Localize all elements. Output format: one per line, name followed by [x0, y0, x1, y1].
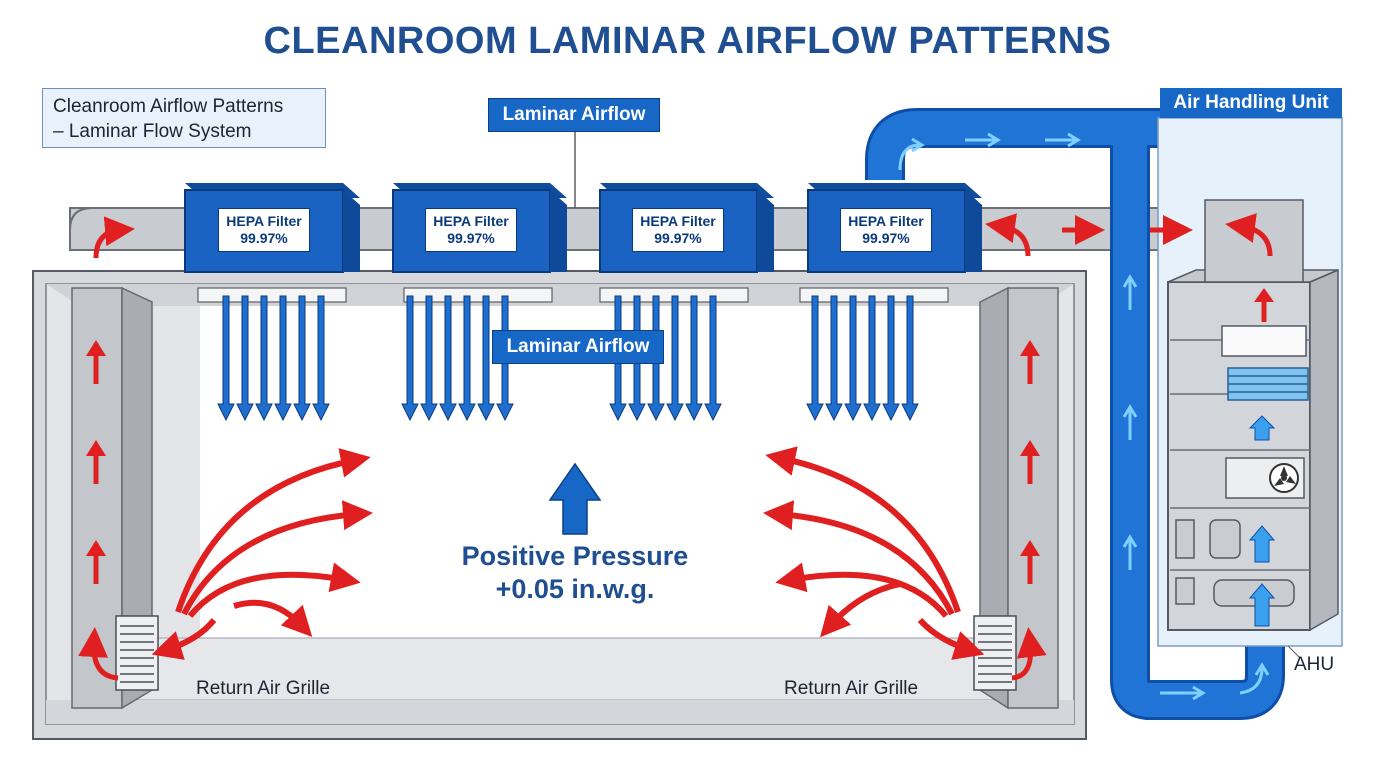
arrow-down-icon — [217, 295, 235, 422]
arrow-down-icon — [458, 295, 476, 422]
arrow-down-icon — [825, 295, 843, 422]
return-arrow-up-icon — [1020, 340, 1040, 384]
duct-arrow-up — [1122, 274, 1138, 310]
curved-arrow-icon — [187, 562, 361, 618]
arrow-down-icon — [666, 295, 684, 422]
legend-line-1: Cleanroom Airflow Patterns — [53, 96, 284, 117]
supply-duct-arrows — [898, 132, 1270, 701]
arrow-down-icon — [236, 295, 254, 422]
hepa-filter-label: HEPA Filter 99.97% — [425, 208, 517, 252]
positive-pressure-arrow — [548, 462, 602, 535]
duct-arrow-up — [1122, 404, 1138, 440]
curved-arrow-icon — [151, 618, 217, 660]
curved-arrow-icon — [181, 500, 373, 616]
return-arrow-up-icon — [1020, 440, 1040, 484]
laminar-airflow-label-top: Laminar Airflow — [488, 98, 660, 132]
positive-pressure-label: Positive Pressure +0.05 in.w.g. — [440, 540, 710, 606]
curved-arrow-icon — [175, 448, 371, 613]
return-arrow-up-icon — [86, 540, 106, 584]
return-arrow-up-icon — [86, 340, 106, 384]
return-air-grille-label-right: Return Air Grille — [784, 678, 919, 699]
legend-line-2: – Laminar Flow System — [53, 121, 252, 142]
curved-arrow-icon — [763, 500, 955, 616]
arrow-down-icon — [901, 295, 919, 422]
duct-arrow-up — [898, 137, 925, 171]
duct-arrow-up — [1122, 534, 1138, 570]
curved-arrow-icon — [1011, 627, 1047, 681]
arrow-down-icon — [255, 295, 273, 422]
hepa-filter-name: HEPA Filter — [433, 213, 509, 229]
hepa-filter-label: HEPA Filter 99.97% — [632, 208, 724, 252]
curved-arrow-icon — [765, 446, 961, 613]
page-title: CLEANROOM LAMINAR AIRFLOW PATTERNS — [263, 20, 1112, 62]
curved-arrow-icon — [820, 581, 901, 638]
arrow-down-icon — [685, 295, 703, 422]
curved-arrow-icon — [775, 562, 949, 618]
room-return-arrows-left — [151, 448, 373, 660]
hepa-filter-rating: 99.97% — [447, 230, 495, 246]
curved-arrow-icon — [985, 213, 1031, 257]
arrow-down-icon — [293, 295, 311, 422]
ahu-label: AHU — [1294, 654, 1335, 675]
duct-arrow-up — [1239, 662, 1270, 695]
return-arrow-up-icon — [86, 440, 106, 484]
hepa-filter-rating: 99.97% — [654, 230, 702, 246]
arrow-down-icon — [274, 295, 292, 422]
pressure-line-1: Positive Pressure — [461, 541, 689, 571]
arrow-down-icon — [420, 295, 438, 422]
hepa-filter-rating: 99.97% — [862, 230, 910, 246]
air-handling-unit-title: Air Handling Unit — [1160, 88, 1342, 118]
hepa-filter-name: HEPA Filter — [640, 213, 716, 229]
curved-arrow-icon — [233, 599, 313, 637]
curved-arrow-icon — [78, 627, 119, 681]
curved-arrow-icon — [917, 617, 985, 660]
hepa-filter-label: HEPA Filter 99.97% — [218, 208, 310, 252]
diffuser — [403, 287, 553, 303]
ahu-panel — [1157, 117, 1343, 647]
return-air-grille-label-left: Return Air Grille — [196, 678, 331, 699]
ahu-filter-icon — [1221, 325, 1307, 357]
arrow-down-icon — [477, 295, 495, 422]
arrow-down-icon — [844, 295, 862, 422]
arrow-down-icon — [882, 295, 900, 422]
arrow-down-icon — [806, 295, 824, 422]
hepa-filter-label: HEPA Filter 99.97% — [840, 208, 932, 252]
diffuser — [197, 287, 347, 303]
curved-arrow-icon — [1225, 213, 1273, 257]
curved-arrow-icon — [93, 216, 135, 259]
room-return-arrows-right — [763, 446, 985, 660]
arrow-down-icon — [312, 295, 330, 422]
duct-arrow-right — [1160, 685, 1206, 701]
ahu-red-arrow-up — [1254, 288, 1274, 322]
return-column-arrows — [86, 340, 1040, 584]
left-return-column — [71, 286, 159, 710]
duct-arrow-right — [1045, 132, 1081, 148]
arrow-down-icon — [863, 295, 881, 422]
legend-box: Cleanroom Airflow Patterns – Laminar Flo… — [42, 88, 326, 148]
right-return-column — [973, 286, 1059, 710]
laminar-airflow-label-mid: Laminar Airflow — [492, 330, 664, 364]
pressure-line-2: +0.05 in.w.g. — [495, 574, 655, 604]
ahu-blue-arrow-up — [1248, 525, 1276, 563]
hepa-filter-name: HEPA Filter — [226, 213, 302, 229]
hepa-filter-rating: 99.97% — [240, 230, 288, 246]
hepa-bank — [184, 183, 982, 273]
duct-arrow-right — [965, 132, 1001, 148]
hepa-housing — [184, 183, 360, 273]
top-duct-return-arrows — [93, 213, 1273, 259]
arrow-down-icon — [704, 295, 722, 422]
hepa-filter-name: HEPA Filter — [848, 213, 924, 229]
ahu-blue-arrow-up — [1248, 583, 1276, 627]
ahu-blue-arrow-up — [1248, 415, 1276, 441]
arrow-down-icon — [401, 295, 419, 422]
arrow-down-icon — [439, 295, 457, 422]
column-base-arrows — [78, 627, 1047, 681]
ahu-leader-line — [1287, 645, 1301, 659]
return-arrow-up-icon — [1020, 540, 1040, 584]
